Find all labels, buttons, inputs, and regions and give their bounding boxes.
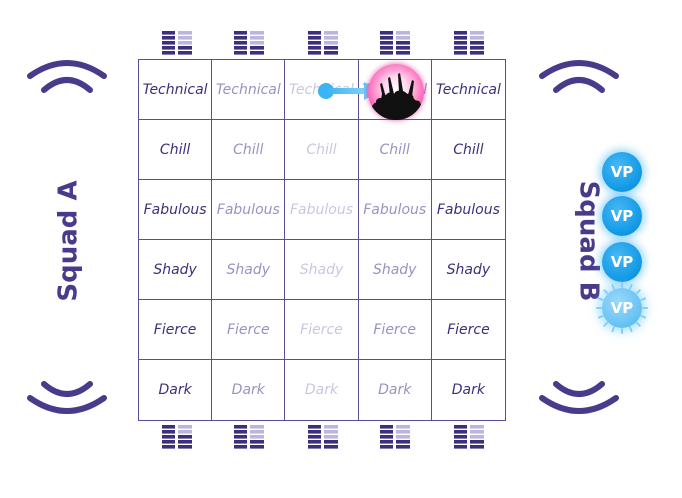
board-cell-label: Fierce (300, 321, 343, 338)
bottom-marker-col-5[interactable] (454, 424, 484, 450)
board-cell-label: Fierce (373, 321, 416, 338)
bottom-marker-col-1[interactable] (162, 424, 192, 450)
board-cell-label: Chill (306, 141, 337, 158)
board-cell[interactable]: Shady (358, 240, 432, 300)
board-cell[interactable]: Technical (431, 60, 505, 120)
board-cell[interactable]: Technical (212, 60, 286, 120)
board-cell-label: Technical (215, 81, 281, 98)
crowd-cheering-icon[interactable] (368, 64, 424, 120)
board-cell[interactable]: Fierce (431, 300, 505, 360)
board-cell-label: Shady (153, 261, 197, 278)
board-cell[interactable]: Fierce (358, 300, 432, 360)
top-marker-col-1[interactable] (162, 30, 192, 56)
board-cell-label: Technical (435, 81, 501, 98)
board-cell-label: Shady (372, 261, 417, 278)
bottom-marker-col-3[interactable] (308, 424, 338, 450)
board-cell-label: Fierce (153, 321, 197, 338)
board-cell[interactable]: Shady (212, 240, 286, 300)
board-cell-label: Chill (233, 141, 264, 158)
board-cell[interactable]: Dark (432, 360, 505, 420)
board-cell[interactable]: Chill (139, 120, 213, 180)
signal-icon-top-right (536, 50, 622, 98)
vp-token-3-label: VP (610, 253, 634, 271)
board-cell-label: Shady (226, 261, 271, 278)
board-cell-label: Fabulous (216, 201, 280, 218)
board-cell[interactable]: Fabulous (431, 180, 505, 240)
board-cell-label: Shady (299, 261, 344, 278)
board-cell[interactable]: Fabulous (358, 180, 432, 240)
board-cell-label: Dark (231, 382, 265, 398)
board-cell[interactable]: Fabulous (212, 180, 286, 240)
vp-token-4-label: VP (610, 299, 634, 317)
board-cell-label: Fabulous (436, 201, 500, 218)
board-cell[interactable]: Technical (139, 60, 213, 120)
vp-token-3[interactable]: VP (602, 242, 642, 282)
board-cell[interactable]: Fabulous (139, 180, 213, 240)
board-cell-label: Dark (451, 382, 485, 398)
board-cell[interactable]: Fierce (139, 300, 213, 360)
board-cell[interactable]: Fierce (285, 300, 359, 360)
board-cell-label: Fierce (447, 321, 490, 338)
vp-token-4[interactable]: VP (596, 282, 648, 334)
board-cell-label: Technical (142, 81, 208, 98)
vp-token-2[interactable]: VP (602, 196, 642, 236)
board-cell[interactable]: Dark (212, 360, 286, 420)
board-cell-label: Fierce (226, 321, 270, 338)
board-cell-label: Dark (378, 382, 412, 398)
bottom-marker-col-4[interactable] (380, 424, 410, 450)
bottom-marker-col-2[interactable] (234, 424, 264, 450)
board-cell-label: Chill (379, 141, 410, 158)
vp-token-1[interactable]: VP (602, 152, 642, 192)
board-cell[interactable]: Fabulous (285, 180, 359, 240)
signal-icon-bottom-left (24, 376, 110, 424)
board-cell[interactable]: Chill (431, 120, 505, 180)
board-cell[interactable]: Shady (285, 240, 359, 300)
signal-icon-bottom-right (536, 376, 622, 424)
vp-token-2-label: VP (610, 207, 634, 225)
board-cell-label: Chill (159, 141, 191, 158)
board-cell[interactable]: Fierce (212, 300, 286, 360)
board-cell[interactable]: Dark (359, 360, 432, 420)
board-cell-label: Chill (453, 141, 484, 158)
board-cell-label: Dark (158, 382, 192, 398)
board-cell[interactable]: Shady (431, 240, 505, 300)
board-cell-label: Fabulous (289, 201, 353, 218)
top-marker-col-2[interactable] (234, 30, 264, 56)
signal-icon-top-left (24, 50, 110, 98)
board-cell[interactable]: Shady (139, 240, 213, 300)
game-board: TechnicalTechnicalTechnicalTechnicalTech… (138, 59, 506, 421)
top-marker-col-3[interactable] (308, 30, 338, 56)
board-cell-label: Dark (304, 382, 339, 398)
vp-token-1-label: VP (610, 163, 634, 181)
board-cell[interactable]: Dark (285, 360, 359, 420)
board-cell[interactable]: Chill (212, 120, 286, 180)
board-cell[interactable]: Dark (139, 360, 213, 420)
top-marker-col-5[interactable] (454, 30, 484, 56)
board-cell-label: Fabulous (143, 201, 207, 218)
squad-a-label: Squad A (53, 180, 84, 302)
board-cell[interactable]: Chill (358, 120, 432, 180)
top-marker-col-4[interactable] (380, 30, 410, 56)
board-cell-label: Fabulous (363, 201, 427, 218)
squad-b-label: Squad B (573, 180, 604, 302)
board-cell-label: Shady (446, 261, 491, 278)
board-cell[interactable]: Chill (285, 120, 359, 180)
